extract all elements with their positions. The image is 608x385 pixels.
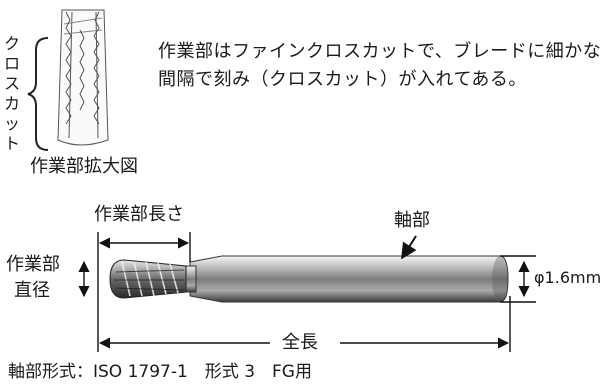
shaft-diameter-dimension (500, 255, 536, 303)
crosscut-char: ク (4, 34, 21, 53)
working-length-dimension (97, 232, 191, 300)
working-diameter-label-line1: 作業部 (6, 254, 60, 275)
crosscut-char: ス (4, 74, 21, 93)
crosscut-char: ロ (4, 54, 21, 73)
overall-length-label: 全長 (282, 332, 318, 353)
working-length-label: 作業部長さ (94, 204, 184, 225)
enlarged-working-part-sketch (57, 9, 109, 146)
crosscut-char: カ (4, 94, 21, 113)
shaft-diameter-label: φ1.6mm (534, 268, 602, 287)
description-text: 作業部はファインクロスカットで、ブレードに細かな間隔で刻み（クロスカット）が入れ… (158, 41, 602, 90)
crosscut-brace (27, 37, 49, 151)
shaft-leader-arrow (401, 235, 417, 260)
detail-caption: 作業部拡大図 (30, 156, 138, 177)
crosscut-char: ッ (4, 114, 21, 133)
crosscut-vertical-label: ク ロ ス カ ッ ト (4, 34, 20, 154)
overall-length-dimension (97, 296, 511, 352)
shaft-type-footer: 軸部形式：ISO 1797-1 形式 3 FG用 (8, 362, 312, 382)
working-diameter-label-line2: 直径 (14, 280, 50, 301)
shaft-label: 軸部 (394, 210, 430, 231)
crosscut-char: ト (4, 134, 21, 153)
bur-illustration (109, 255, 509, 303)
